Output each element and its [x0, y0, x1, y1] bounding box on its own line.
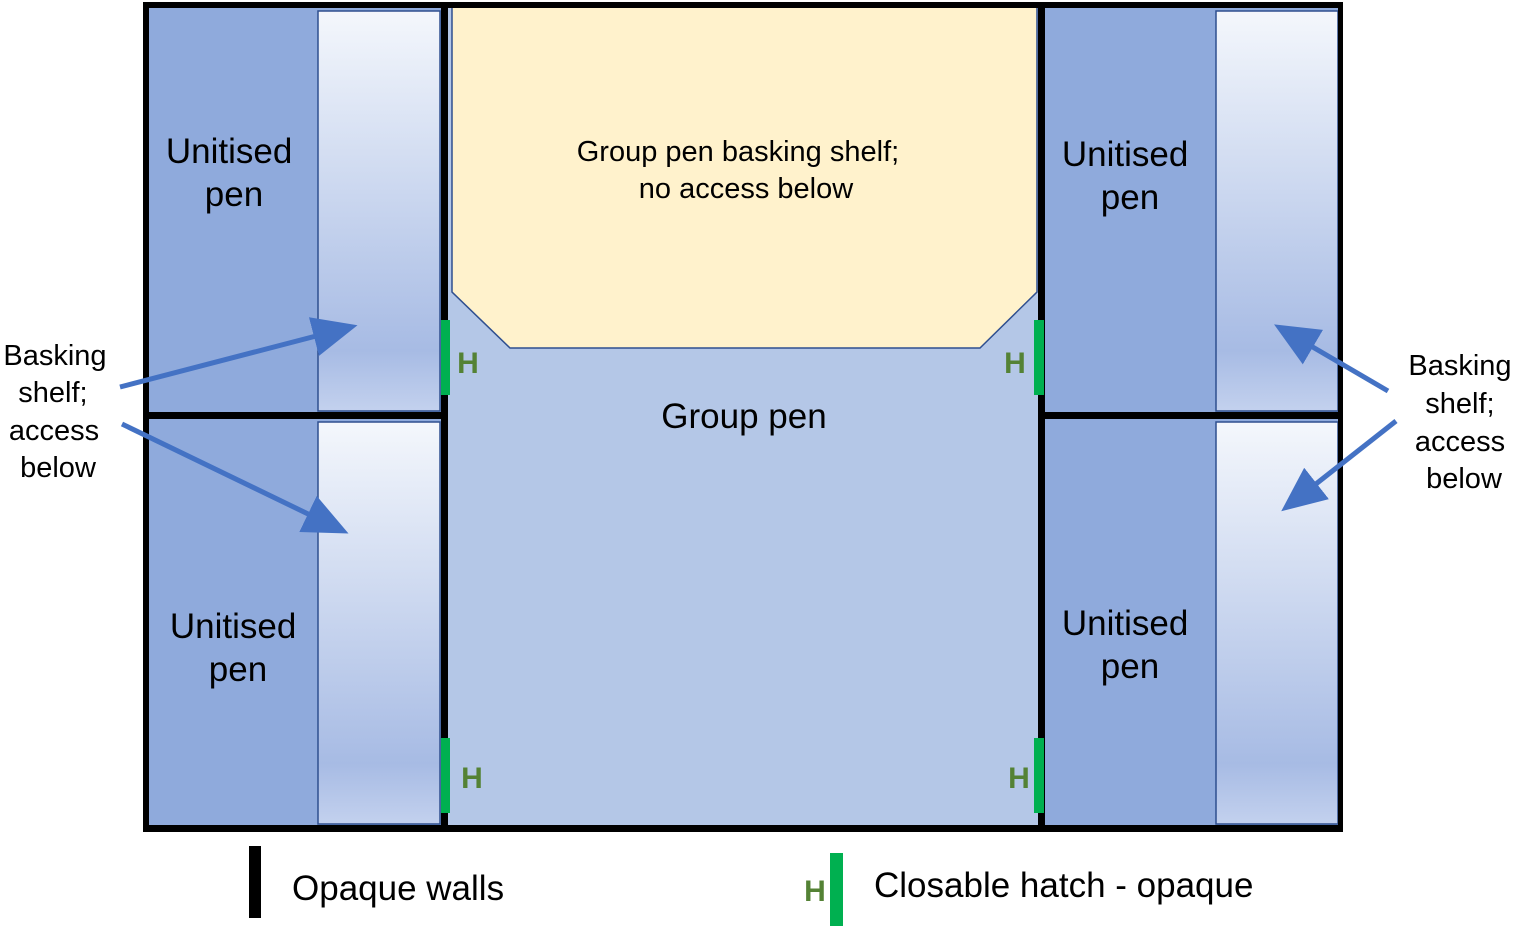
legend-hatch-letter: H [804, 875, 826, 908]
legend-hatch-label: Closable hatch - opaque [874, 866, 1253, 905]
hatch-top-left [441, 320, 450, 395]
pen-label-bottom-left: Unitised pen [170, 607, 306, 689]
side-label-left: Basking shelf; access below [3, 340, 114, 484]
basking-shelf-bottom-left [317, 421, 441, 825]
pen-label-bottom-right: Unitised pen [1062, 604, 1198, 686]
wall-outer-bottom [143, 825, 1343, 832]
hatch-bottom-right [1034, 738, 1044, 813]
arrow-right-bottom [1281, 419, 1398, 512]
wall-divider-right [1038, 412, 1343, 419]
legend-walls-label: Opaque walls [292, 869, 504, 908]
pointer-arrows [119, 317, 1398, 534]
hatch-label-top-left: H [457, 347, 479, 380]
hatch-label-bottom-left: H [461, 762, 483, 795]
group-pen-label: Group pen [661, 397, 826, 436]
group-shelf-label: Group pen basking shelf; no access below [577, 136, 908, 205]
hatch-label-top-right: H [1004, 347, 1026, 380]
arrow-right-top [1274, 324, 1390, 394]
legend: Opaque walls H Closable hatch - opaque [249, 846, 1253, 926]
legend-hatch-swatch [830, 853, 843, 926]
hatch-top-right [1034, 320, 1044, 395]
pen-label-top-left: Unitised pen [166, 132, 302, 214]
hatch-bottom-left [441, 738, 450, 813]
hatch-label-bottom-right: H [1008, 762, 1030, 795]
opaque-walls [143, 2, 1343, 832]
pen-label-top-right: Unitised pen [1062, 135, 1198, 217]
arrow-left-bottom [120, 421, 349, 534]
side-label-right: Basking shelf; access below [1408, 350, 1519, 495]
legend-wall-swatch [249, 846, 261, 918]
basking-shelf-top-left [317, 10, 441, 412]
arrow-left-top [119, 317, 358, 390]
wall-divider-left [143, 412, 448, 419]
wall-outer-top [143, 2, 1343, 8]
